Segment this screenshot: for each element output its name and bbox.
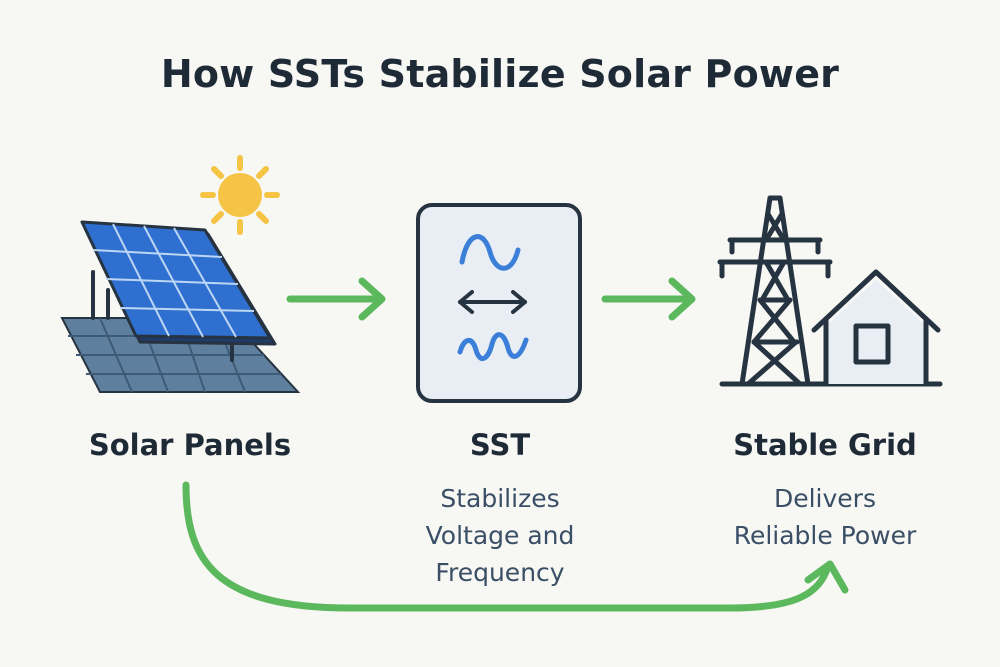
- step-description-stable-grid: Delivers Reliable Power: [675, 480, 975, 554]
- return-arrow: [182, 481, 849, 612]
- solar-panel-icon: [60, 220, 301, 393]
- sun-icon: [200, 155, 280, 235]
- house-icon: [811, 269, 941, 387]
- double-arrow-icon: [458, 290, 527, 314]
- sst-description-line: Stabilizes: [440, 484, 560, 513]
- sine-wave-icon: [459, 234, 521, 271]
- power-tower-icon: [717, 195, 943, 387]
- diagram-title: How SSTs Stabilize Solar Power: [160, 52, 840, 96]
- irregular-wave-icon: [457, 332, 529, 361]
- step-label-sst: SST: [469, 428, 531, 462]
- grid-description-line: Delivers: [773, 484, 876, 513]
- step-label-solar-panels: Solar Panels: [88, 428, 292, 462]
- sst-description-line: Frequency: [435, 558, 565, 587]
- arrow-sst-to-grid: [601, 277, 696, 321]
- step-label-stable-grid: Stable Grid: [733, 428, 917, 462]
- sst-description-line: Voltage and: [425, 521, 575, 550]
- sst-transformer-icon: [416, 203, 582, 403]
- grid-description-line: Reliable Power: [733, 521, 917, 550]
- step-description-sst: Stabilizes Voltage and Frequency: [360, 480, 640, 591]
- arrow-panels-to-sst: [286, 277, 386, 321]
- panel-supports: [91, 270, 234, 362]
